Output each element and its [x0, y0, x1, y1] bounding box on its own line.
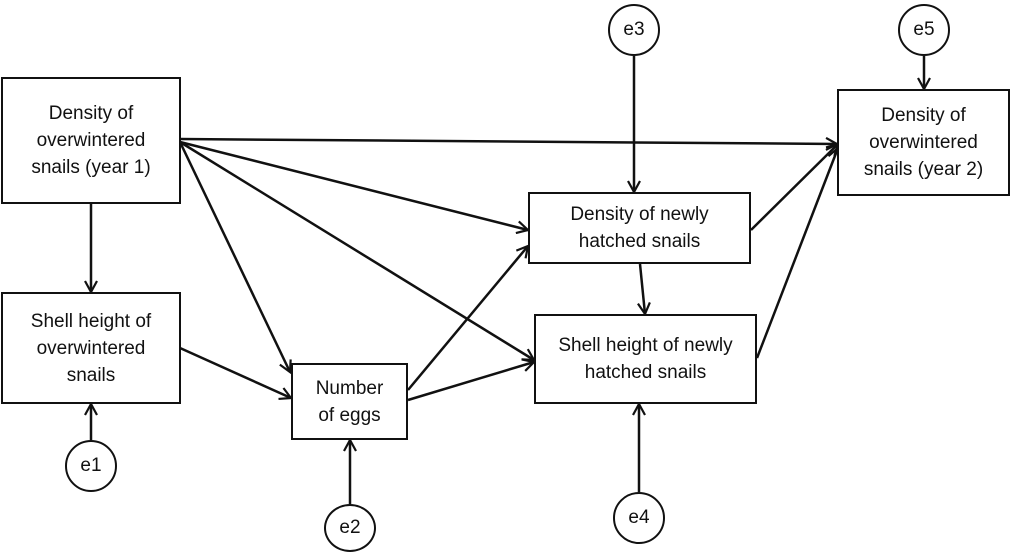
node-number-of-eggs: Number of eggs [291, 363, 408, 440]
error-label: e5 [913, 19, 935, 40]
node-label: Shell height of newly hatched snails [558, 335, 733, 383]
arrow-density-newly-hatched-to-density-year2 [750, 144, 838, 231]
arrow-density-year1-to-number-of-eggs [178, 141, 290, 372]
error-node-e1: e1 [65, 440, 117, 492]
node-label: Number of eggs [315, 377, 384, 426]
arrow-density-year1-to-density-newly-hatched [179, 140, 528, 230]
error-node-e5: e5 [898, 4, 950, 56]
error-node-e3: e3 [608, 4, 660, 56]
error-label: e1 [80, 455, 102, 476]
error-node-e2: e2 [324, 504, 376, 552]
arrow-density-newly-hatched-to-shell-height-newly-hatched [640, 263, 645, 314]
arrow-density-year1-to-density-year2 [179, 139, 837, 144]
node-label: Density of overwintered snails (year 2) [863, 105, 984, 180]
arrow-number-of-eggs-to-density-newly-hatched [407, 246, 528, 391]
arrow-number-of-eggs-to-shell-height-newly-hatched [407, 362, 534, 402]
node-density-overwintered-year1: Density of overwintered snails (year 1) [1, 77, 181, 204]
node-shell-height-overwintered: Shell height of overwintered snails [1, 292, 181, 404]
arrow-shell-height-newly-hatched-to-density-year2 [755, 148, 838, 359]
node-shell-height-newly-hatched: Shell height of newly hatched snails [534, 314, 757, 404]
error-label: e3 [623, 19, 645, 40]
node-label: Shell height of overwintered snails [30, 310, 152, 386]
error-label: e4 [628, 507, 650, 528]
node-density-newly-hatched: Density of newly hatched snails [528, 192, 751, 264]
arrow-density-year1-to-shell-height-newly-hatched [179, 140, 534, 360]
error-label: e2 [339, 517, 361, 538]
arrow-shell-height-overwintered-to-number-of-eggs [179, 346, 291, 398]
node-density-overwintered-year2: Density of overwintered snails (year 2) [837, 89, 1010, 196]
error-node-e4: e4 [613, 492, 665, 544]
node-label: Density of overwintered snails (year 1) [31, 103, 151, 178]
node-label: Density of newly hatched snails [570, 204, 709, 252]
